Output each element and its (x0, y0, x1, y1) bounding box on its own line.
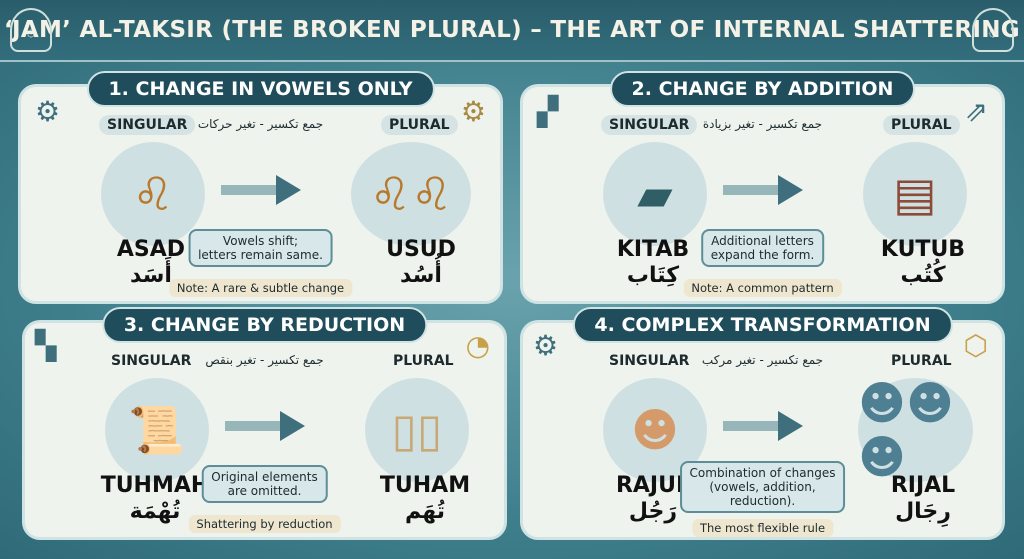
note: Note: A common pattern (683, 279, 842, 297)
arabic-subtitle: جمع تكسير - تغير مركب (701, 353, 824, 367)
plural-word: TUHAM (379, 473, 471, 498)
plural-word: RIJAL (890, 473, 956, 498)
arrow-icon (225, 411, 305, 441)
blocks-icon: ▞ (537, 95, 559, 128)
plural-arabic: تُهَم (404, 499, 446, 524)
plural-label: PLURAL (883, 115, 960, 135)
arrow-icon (723, 411, 803, 441)
panel-title: 4. COMPLEX TRANSFORMATION (572, 307, 953, 343)
page-title: ‘JAM’ AL-TAKSIR (THE BROKEN PLURAL) – TH… (4, 17, 1020, 43)
singular-arabic: رَجُل (628, 499, 678, 524)
singular-label: SINGULAR (601, 115, 698, 135)
singular-label: SINGULAR (111, 353, 192, 369)
panel-vowels: 1. CHANGE IN VOWELS ONLY ⚙ ⚙ SINGULAR جم… (18, 71, 503, 304)
gears-icon: ⚙ (460, 95, 486, 128)
panel-title: 1. CHANGE IN VOWELS ONLY (86, 71, 435, 107)
gear-icon: ⚙ (35, 95, 61, 128)
plural-arabic: كُتُب (900, 263, 946, 288)
singular-arabic: كِتَاب (626, 263, 680, 288)
singular-word: RAJUL (615, 473, 691, 498)
gears-icon: ⚙ (533, 329, 559, 362)
plural-label: PLURAL (891, 353, 952, 369)
singular-arabic: تُهْمَة (129, 499, 181, 524)
singular-word: TUHMAH (100, 473, 210, 498)
arrow-icon (723, 175, 803, 205)
note: The most flexible rule (691, 519, 834, 537)
panel-addition: 2. CHANGE BY ADDITION ▞ ⇗ SINGULAR جمع ت… (520, 71, 1005, 304)
polyhedron-icon: ⬡ (963, 329, 988, 362)
panel-reduction: 3. CHANGE BY REDUCTION ▚ ◔ SINGULAR جمع … (22, 307, 507, 540)
plural-label: PLURAL (393, 353, 454, 369)
title-bar: ۞ ‘JAM’ AL-TAKSIR (THE BROKEN PLURAL) – … (0, 0, 1024, 62)
note: Shattering by reduction (188, 515, 341, 533)
puzzle-icon: ▚ (35, 329, 57, 362)
pie-icon: ◔ (465, 329, 490, 362)
lion-icon: ♌ (101, 142, 205, 246)
plural-word: KUTUB (880, 237, 966, 262)
explanation: Additional letters expand the form. (700, 229, 825, 267)
explanation: Vowels shift; letters remain same. (188, 229, 333, 267)
plural-label: PLURAL (381, 115, 458, 135)
singular-arabic: أَسَد (130, 263, 172, 288)
panel-title: 2. CHANGE BY ADDITION (609, 71, 916, 107)
ornament-icon: ۞ (10, 8, 52, 52)
panel-title: 3. CHANGE BY REDUCTION (101, 307, 428, 343)
expand-arrows-icon: ⇗ (964, 95, 988, 128)
explanation: Combination of changes (vowels, addition… (679, 461, 846, 513)
plural-word: USUD (386, 237, 456, 262)
singular-word: ASAD (116, 237, 186, 262)
plural-arabic: أُسُد (400, 263, 442, 288)
plural-arabic: رِجَال (895, 499, 951, 524)
singular-label: SINGULAR (609, 353, 690, 369)
arrow-icon (221, 175, 301, 205)
ornament-icon: ۞ (972, 8, 1014, 52)
singular-label: SINGULAR (99, 115, 196, 135)
arabic-subtitle: جمع تكسير - تغير بنقص (205, 353, 324, 367)
explanation: Original elements are omitted. (201, 465, 328, 503)
scroll-icon: 📜 (105, 378, 209, 482)
panel-complex: 4. COMPLEX TRANSFORMATION ⚙ ⬡ SINGULAR ج… (520, 307, 1005, 540)
arabic-subtitle: جمع تكسير - تغير بزيادة (702, 117, 823, 131)
note: Note: A rare & subtle change (168, 279, 353, 297)
lions-icon: ♌♌ (351, 142, 471, 246)
arabic-subtitle: جمع تكسير - تغير حركات (197, 117, 324, 131)
books-icon: ▤ (863, 142, 967, 246)
notes-icon: ▯▯ (365, 378, 469, 482)
men-icon: ☻☻☻ (858, 376, 973, 484)
book-icon: ▰ (603, 142, 707, 246)
singular-word: KITAB (616, 237, 690, 262)
